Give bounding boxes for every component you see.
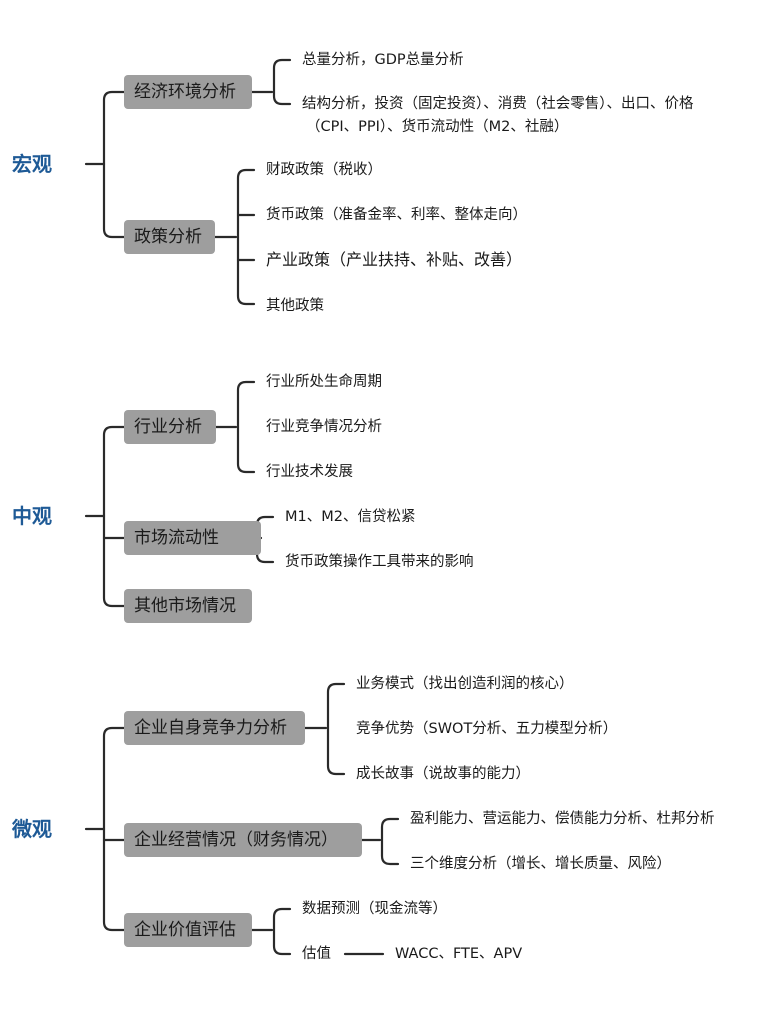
monetary-tools-leaf: 货币政策操作工具带来的影响 bbox=[285, 554, 474, 570]
growth-story-leaf: 成长故事（说故事的能力） bbox=[356, 766, 530, 782]
other-market-node: 其他市场情况 bbox=[124, 589, 252, 623]
market-liquidity-node: 市场流动性 bbox=[124, 521, 261, 555]
macro-title: 宏观 bbox=[12, 152, 52, 176]
micro-title: 微观 bbox=[12, 817, 52, 841]
valuation-node: 企业价值评估 bbox=[124, 913, 252, 947]
industrial-policy-leaf: 产业政策（产业扶持、补贴、改善） bbox=[266, 250, 523, 269]
economy-analysis-node: 经济环境分析 bbox=[124, 75, 252, 109]
business-model-leaf: 业务模式（找出创造利润的核心） bbox=[356, 676, 574, 692]
monetary-policy-leaf: 货币政策（准备金率、利率、整体走向） bbox=[266, 207, 527, 223]
competitiveness-node: 企业自身竞争力分析 bbox=[124, 711, 305, 745]
gdp-analysis-leaf: 总量分析，GDP总量分析 bbox=[302, 52, 464, 68]
industry-analysis-node: 行业分析 bbox=[124, 410, 216, 444]
competition-leaf: 行业竞争情况分析 bbox=[266, 419, 382, 435]
technology-leaf: 行业技术发展 bbox=[266, 464, 353, 480]
valuation-leaf: 估值 bbox=[302, 946, 331, 962]
fiscal-policy-leaf: 财政政策（税收） bbox=[266, 162, 382, 178]
structure-analysis-leaf-cont: （CPI、PPI）、货币流动性（M2、社融） bbox=[306, 119, 569, 135]
wacc-fte-apv-leaf: WACC、FTE、APV bbox=[395, 946, 523, 962]
three-dimensions-leaf: 三个维度分析（增长、增长质量、风险） bbox=[410, 856, 671, 872]
competitive-advantage-leaf: 竞争优势（SWOT分析、五力模型分析） bbox=[356, 721, 618, 737]
policy-analysis-node: 政策分析 bbox=[124, 220, 215, 254]
other-policy-leaf: 其他政策 bbox=[266, 298, 324, 314]
structure-analysis-leaf: 结构分析，投资（固定投资）、消费（社会零售）、出口、价格 bbox=[302, 96, 694, 112]
m1-m2-credit-leaf: M1、M2、信贷松紧 bbox=[285, 509, 416, 525]
operations-node: 企业经营情况（财务情况） bbox=[124, 823, 362, 857]
data-forecast-leaf: 数据预测（现金流等） bbox=[302, 901, 447, 917]
meso-title: 中观 bbox=[12, 504, 52, 528]
lifecycle-leaf: 行业所处生命周期 bbox=[266, 374, 382, 390]
capability-analysis-leaf: 盈利能力、营运能力、偿债能力分析、杜邦分析 bbox=[410, 811, 715, 827]
